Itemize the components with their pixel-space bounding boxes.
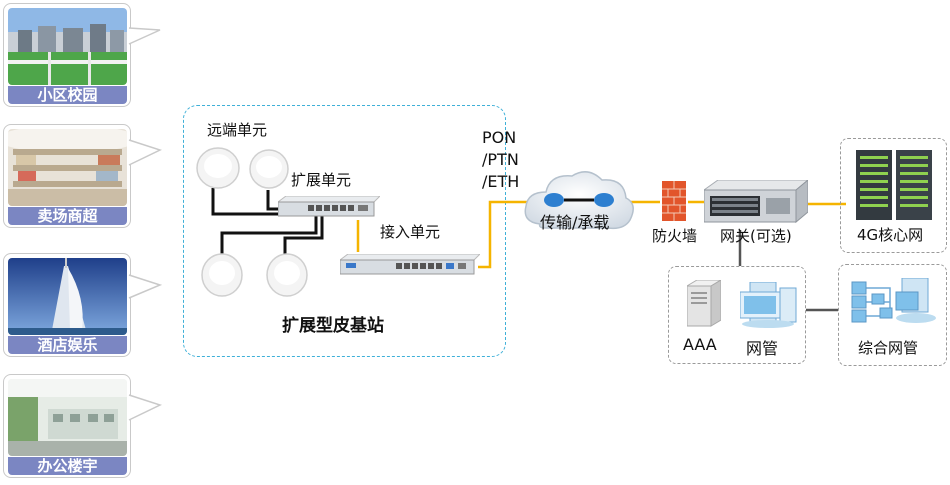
mall-photo: [8, 129, 127, 206]
nms-label: 网管: [746, 339, 779, 358]
scenario-label: 卖场商超: [8, 207, 127, 225]
transport-ptn-label: /PTN: [482, 150, 519, 169]
firewall-icon: [662, 181, 686, 221]
expansion-unit-device-icon: [278, 196, 380, 217]
scenario-office: 办公楼宇: [3, 374, 131, 478]
aaa-server-icon: [687, 280, 721, 327]
scenario-mall: 卖场商超: [3, 124, 131, 228]
remote-unit-ap-icon: [201, 253, 243, 297]
integrated-nms-group: [838, 264, 947, 366]
remote-unit-ap-icon: [249, 149, 289, 189]
aaa-nms-group: [668, 266, 806, 364]
gateway-label: 网关(可选): [720, 227, 792, 245]
callout-tails: [128, 27, 163, 421]
aaa-label: AAA: [683, 335, 717, 354]
office-photo: [8, 379, 127, 456]
scenario-label: 酒店娱乐: [8, 336, 127, 354]
campus-photo: [8, 8, 127, 85]
transport-eth-label: /ETH: [482, 172, 520, 191]
hotel-photo: [8, 258, 127, 335]
base-station-group: [183, 105, 506, 357]
integrated-nms-network-icon: [851, 278, 936, 323]
expansion-unit-label: 扩展单元: [291, 171, 352, 189]
remote-unit-ap-icon: [196, 147, 240, 189]
core-network-rack-icon: [856, 150, 932, 220]
firewall-label: 防火墙: [652, 227, 698, 245]
gateway-server-icon: [704, 180, 808, 224]
remote-unit-label: 远端单元: [207, 121, 268, 139]
core-network-label: 4G核心网: [857, 226, 924, 244]
nms-computer-icon: [740, 282, 797, 328]
access-unit-label: 接入单元: [380, 223, 441, 241]
scenario-hotel: 酒店娱乐: [3, 253, 131, 357]
integrated-nms-label: 综合网管: [858, 339, 919, 357]
core-network-group: [840, 138, 947, 253]
transport-cloud-label: 传输/承载: [540, 213, 610, 232]
transport-cloud-icon: [524, 171, 634, 230]
base-station-title: 扩展型皮基站: [282, 316, 384, 336]
transport-pon-label: PON: [482, 128, 517, 147]
remote-unit-ap-icon: [266, 253, 308, 297]
access-unit-device-icon: [340, 254, 480, 275]
scenario-campus: 小区校园: [3, 3, 131, 107]
scenario-label: 小区校园: [8, 86, 127, 104]
scenario-label: 办公楼宇: [8, 457, 127, 475]
